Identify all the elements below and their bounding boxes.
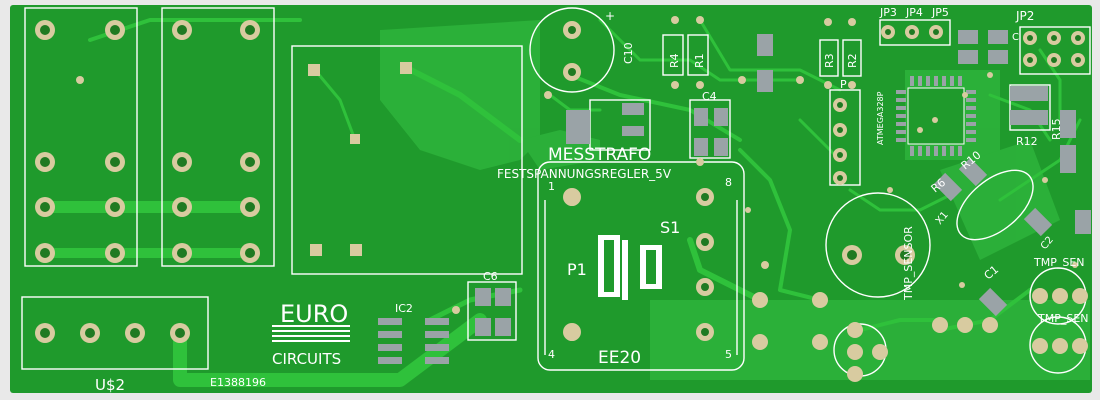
relay-1-outline	[24, 7, 138, 267]
transformer-core	[598, 235, 662, 300]
transformer-outline	[537, 161, 745, 371]
label-pin5: 5	[725, 348, 732, 361]
label-c6: C6	[483, 270, 498, 283]
crystal-outline	[956, 169, 1034, 241]
jp2-outline	[1019, 26, 1091, 75]
label-usb: U$2	[95, 376, 125, 394]
label-r1: R1	[693, 53, 706, 68]
label-serial: E1388196	[210, 376, 266, 389]
label-sensor: TMP_SENSOR	[902, 226, 915, 301]
label-tmp-sen-1: TMP_SEN	[1033, 256, 1085, 269]
label-ic2: IC2	[395, 302, 413, 315]
label-atmega: ATMEGA328P	[876, 91, 885, 145]
label-tmp-sen-2: TMP_SEN	[1037, 312, 1089, 325]
c6-outline	[467, 281, 517, 341]
label-r4: R4	[668, 53, 681, 68]
usb-outline	[21, 296, 209, 370]
mcu-chip	[896, 76, 976, 156]
label-p1: P1	[567, 260, 587, 279]
transformer-inner-outline	[544, 200, 738, 355]
r4b-outline	[687, 34, 709, 76]
label-pin8: 8	[725, 176, 732, 189]
silkscreen-outlines	[21, 7, 1091, 377]
sensor-outline	[825, 192, 931, 298]
label-r15: R15	[1050, 118, 1063, 140]
label-p-small: P	[840, 78, 847, 91]
tht-pads	[35, 20, 1088, 382]
label-pin4: 4	[548, 348, 555, 361]
euro-circuits-logo	[272, 325, 350, 342]
label-s1: S1	[660, 218, 680, 237]
label-plus: +	[605, 9, 615, 23]
label-pin1: 1	[548, 180, 555, 193]
label-ee20: EE20	[598, 348, 641, 368]
label-c10: C10	[622, 42, 635, 64]
label-jp2: JP2	[1015, 9, 1034, 23]
r4-outline	[662, 34, 684, 76]
label-jp5: JP5	[931, 6, 949, 19]
silkscreen-text: + C10 R4 R1 R3 R2 C4 JP3 JP4 JP5 JP2 C P…	[95, 6, 1089, 394]
label-r2: R2	[846, 53, 859, 68]
label-circuits: CIRCUITS	[272, 350, 341, 368]
c4-outline	[689, 99, 731, 159]
r2-outline	[842, 39, 862, 77]
vias	[76, 16, 1078, 314]
label-regler: FESTSPANNUNGSREGLER_5V	[497, 167, 672, 181]
header-outline	[829, 89, 861, 186]
label-messtrafo: MESSTRAFO	[548, 145, 651, 165]
c10-outline	[529, 7, 615, 93]
relay-2-outline	[161, 7, 275, 267]
module-outline	[291, 45, 523, 275]
smd-components	[378, 30, 1091, 364]
jp3-outline	[879, 19, 951, 46]
r12-outline	[1009, 84, 1051, 131]
label-euro: EURO	[280, 300, 348, 328]
label-c4: C4	[702, 90, 717, 103]
r3-outline	[819, 39, 839, 77]
label-r3: R3	[823, 53, 836, 68]
label-jp3: JP3	[879, 6, 897, 19]
label-c-small: C	[1012, 32, 1019, 43]
label-jp4: JP4	[905, 6, 923, 19]
label-r12: R12	[1016, 135, 1038, 148]
